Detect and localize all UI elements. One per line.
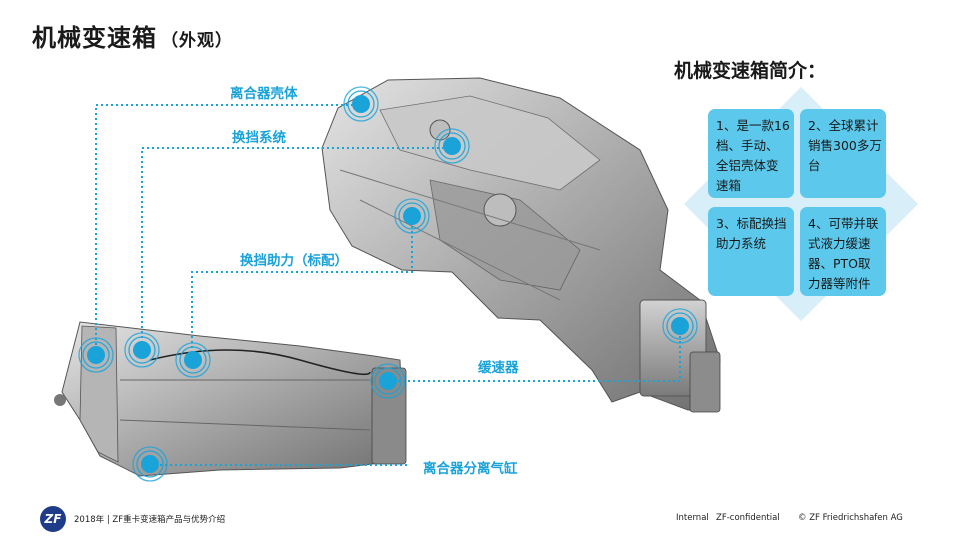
intro-diamond: 1、是一款16档、手动、全铝壳体变速箱 2、全球累计销售300多万台 3、标配换…	[684, 87, 918, 321]
intro-item-1: 1、是一款16档、手动、全铝壳体变速箱	[708, 109, 794, 198]
callout-clutch-cylinder: 离合器分离气缸	[423, 461, 518, 477]
intro-title: 机械变速箱简介：	[674, 60, 827, 82]
intro-item-4: 4、可带并联式液力缓速器、PTO取力器等附件	[800, 207, 886, 296]
footer-internal: Internal	[676, 513, 709, 523]
leader-lines	[95, 104, 681, 466]
page-title: 机械变速箱（外观）	[32, 18, 233, 53]
gearbox-large	[321, 77, 721, 413]
footer-left: 2018年 | ZF重卡变速箱产品与优势介绍	[74, 515, 226, 525]
footer-confidential: ZF-confidential	[716, 513, 780, 523]
intro-item-3: 3、标配换挡助力系统	[708, 207, 794, 296]
page-title-main: 机械变速箱	[32, 24, 157, 52]
gearbox-small	[54, 321, 407, 477]
intro-item-2: 2、全球累计销售300多万台	[800, 109, 886, 198]
footer-copyright: © ZF Friedrichshafen AG	[798, 513, 903, 523]
zf-logo: ZF	[40, 506, 66, 532]
callout-clutch-housing: 离合器壳体	[230, 86, 298, 102]
callout-retarder: 缓速器	[478, 360, 519, 376]
callout-shift-system: 换挡系统	[232, 130, 286, 146]
page-title-sub: （外观）	[161, 31, 233, 51]
callout-shift-assist: 换挡助力（标配）	[240, 253, 348, 269]
